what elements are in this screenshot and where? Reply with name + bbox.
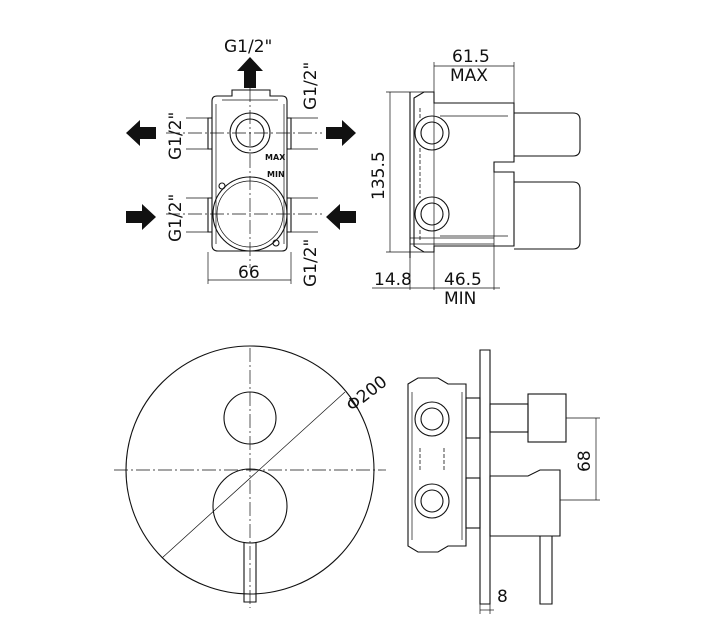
left-upper-thread-label: G1/2" (166, 112, 186, 160)
inlet-arrow-right-lower-icon (326, 204, 356, 230)
width-dimension: 66 (238, 263, 260, 283)
plate-thickness-dimension: 8 (497, 587, 508, 607)
right-lower-thread-label: G1/2" (301, 239, 321, 287)
min-marker: MIN (267, 170, 285, 179)
depth-max-value: 61.5 (452, 47, 490, 67)
valve-body-side-view (372, 62, 581, 290)
diameter-dimension: Φ200 (343, 372, 391, 416)
depth-min-tag: MIN (444, 289, 476, 309)
inlet-arrow-left-lower-icon (126, 204, 156, 230)
outlet-arrow-icon (237, 57, 263, 88)
max-marker: MAX (265, 153, 286, 162)
right-upper-thread-label: G1/2" (301, 62, 321, 110)
height-dimension: 135.5 (369, 151, 389, 200)
left-lower-thread-label: G1/2" (166, 194, 186, 242)
valve-body-front-view (166, 88, 322, 284)
cover-plate-front-view (114, 345, 386, 608)
wall-dimension: 14.8 (374, 270, 412, 290)
outlet-arrow-left-upper-icon (126, 120, 156, 146)
depth-max-tag: MAX (450, 66, 488, 86)
depth-min-value: 46.5 (444, 270, 482, 290)
outlet-arrow-right-upper-icon (326, 120, 356, 146)
outlet-top-label: G1/2" (224, 37, 272, 57)
cover-plate-side-view (407, 349, 600, 614)
spacing-dimension: 68 (575, 450, 595, 472)
